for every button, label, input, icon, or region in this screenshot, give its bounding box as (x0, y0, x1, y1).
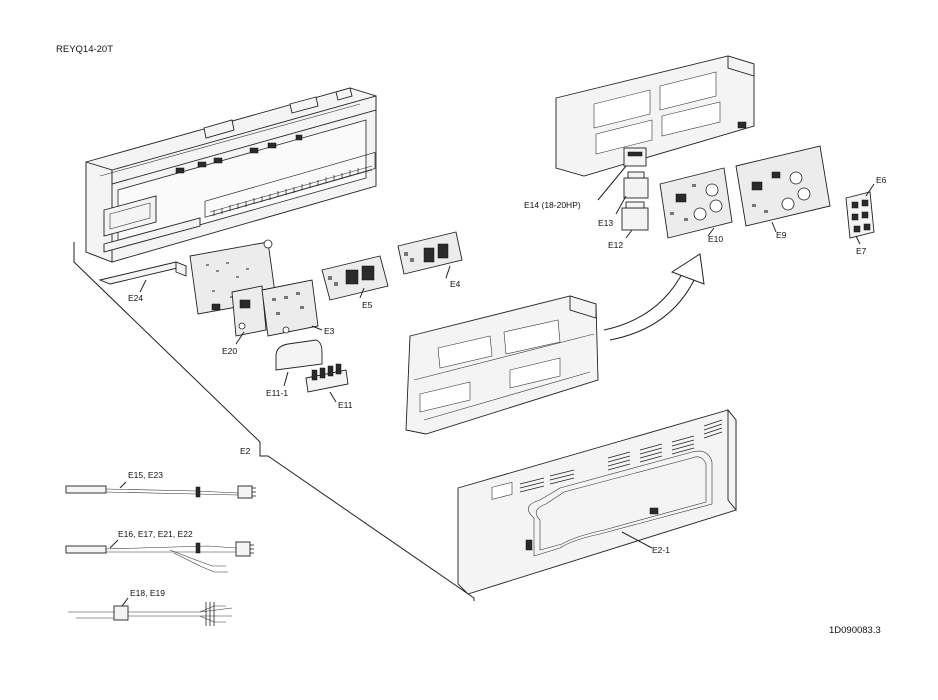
label-e2-1: E2-1 (652, 545, 670, 555)
part-e4 (397, 231, 463, 275)
label-e18-e19: E18, E19 (130, 588, 165, 598)
part-e3 (261, 279, 319, 337)
part-e11 (305, 363, 349, 393)
label-e14: E14 (18-20HP) (524, 200, 581, 210)
part-e10 (659, 167, 733, 239)
label-e7: E7 (856, 246, 867, 256)
part-e20 (211, 285, 267, 337)
part-e5 (321, 255, 389, 301)
part-e2-1-panel (457, 408, 737, 595)
part-e6-e7 (845, 191, 875, 239)
label-e11: E11 (338, 400, 353, 410)
switch-box-frame (85, 87, 377, 263)
part-e9 (735, 145, 831, 227)
label-e9: E9 (776, 230, 787, 240)
model-label: REYQ14-20T (56, 44, 113, 55)
label-e6: E6 (876, 175, 887, 185)
part-e11-1 (275, 339, 323, 371)
label-e3: E3 (324, 326, 335, 336)
part-e13 (623, 171, 649, 199)
part-e18-e19 (68, 602, 233, 626)
e2-leader-lines (73, 242, 475, 601)
doc-code-label: 1D090083.3 (829, 625, 881, 636)
label-e2: E2 (240, 446, 251, 456)
part-e24 (98, 261, 188, 285)
label-e12: E12 (608, 240, 623, 250)
part-e14 (623, 147, 647, 167)
label-e11-1: E11-1 (266, 388, 288, 398)
part-mounting-plate (405, 295, 599, 435)
label-e20: E20 (222, 346, 237, 356)
louvre-strip (204, 152, 376, 218)
label-e24: E24 (128, 293, 143, 303)
label-e4: E4 (450, 279, 461, 289)
part-e12 (621, 201, 649, 231)
part-back-panel (555, 55, 755, 177)
label-e10: E10 (708, 234, 723, 244)
label-e5: E5 (362, 300, 373, 310)
label-e13: E13 (598, 218, 613, 228)
part-e16-group (65, 541, 254, 573)
part-e15-e23 (65, 485, 256, 499)
label-e16-group: E16, E17, E21, E22 (118, 529, 193, 539)
label-e15-e23: E15, E23 (128, 470, 163, 480)
curved-arrow (603, 253, 705, 341)
